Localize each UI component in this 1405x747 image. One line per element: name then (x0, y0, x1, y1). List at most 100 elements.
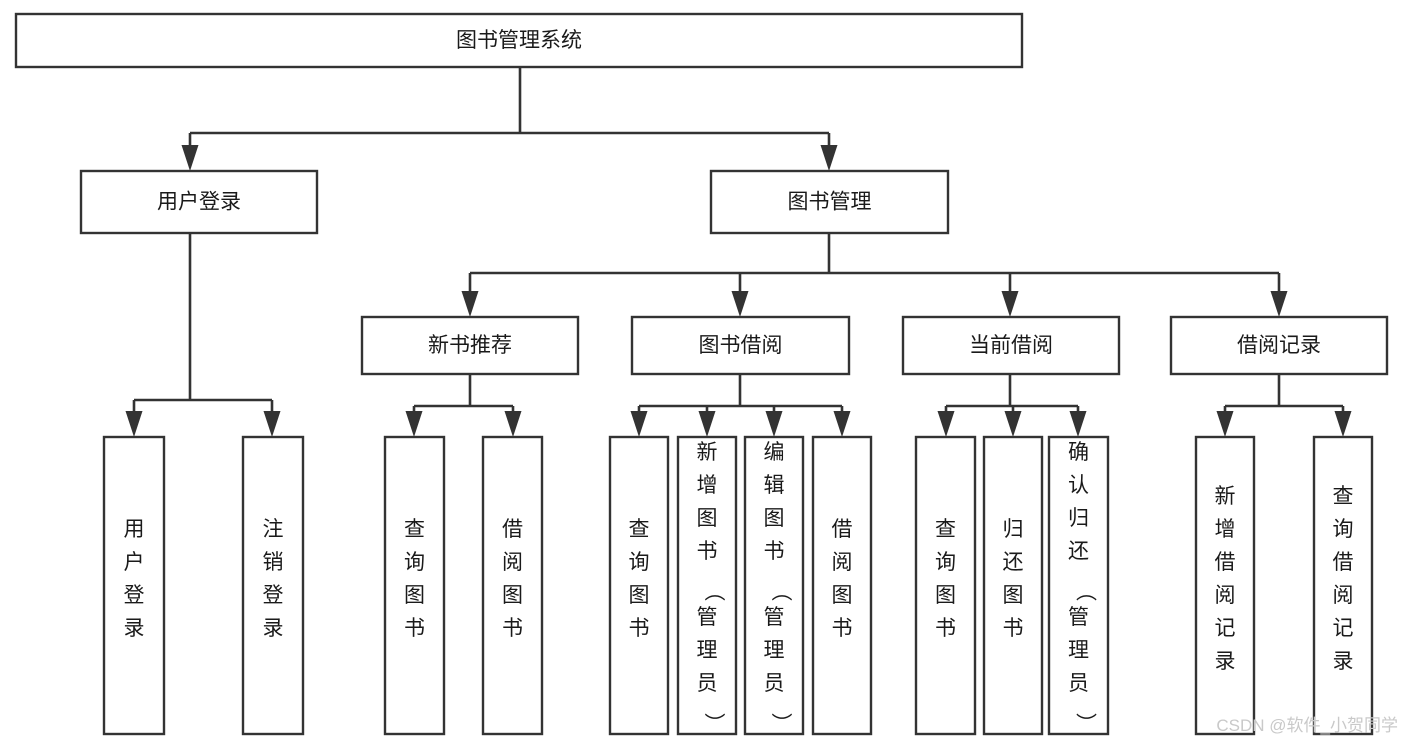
node-label-leaf-borrow-book-2-char-1: 阅 (832, 551, 853, 574)
node-box-current-borrow[interactable] (901, 315, 1121, 376)
arrow-head-1 (731, 291, 749, 317)
edge-group-userlogin-to-leaves (125, 233, 281, 437)
node-box-leaf-query-book-3[interactable] (914, 435, 977, 736)
node-box-leaf-query-book-2[interactable] (608, 435, 670, 736)
node-box-user-login[interactable] (79, 169, 319, 235)
node-label-leaf-query-book-2-char-3: 书 (629, 617, 650, 640)
arrow-head-0 (1216, 411, 1234, 437)
arrow-head-1 (263, 411, 281, 437)
node-leaf-user-login[interactable]: 用户登录 (102, 435, 166, 736)
node-label-leaf-add-book-char-6: 理 (697, 639, 718, 662)
node-box-leaf-borrow-book-1[interactable] (481, 435, 544, 736)
arrow-head-3 (833, 411, 851, 437)
node-box-root[interactable] (14, 12, 1024, 69)
node-label-leaf-add-book-char-2: 图 (697, 507, 718, 530)
node-label-leaf-edit-book-char-6: 理 (764, 639, 785, 662)
node-label-leaf-return-book-char-2: 图 (1003, 584, 1024, 607)
node-label-leaf-edit-book-char-4: （ (769, 581, 792, 602)
node-box-leaf-confirm-return[interactable] (1047, 435, 1110, 736)
node-label-leaf-edit-book-char-8: ） (769, 713, 792, 734)
node-label-leaf-edit-book-char-5: 管 (764, 606, 785, 629)
arrow-head-2 (765, 411, 783, 437)
node-label-leaf-query-book-1-char-2: 图 (404, 584, 425, 607)
node-label-leaf-add-book-char-3: 书 (697, 540, 718, 563)
node-label-leaf-confirm-return-char-1: 认 (1068, 474, 1089, 497)
node-label-leaf-edit-book-char-2: 图 (764, 507, 785, 530)
node-current-borrow[interactable]: 当前借阅 (901, 315, 1121, 376)
node-label-leaf-borrow-book-2-char-3: 书 (832, 617, 853, 640)
node-label-leaf-borrow-book-1-char-2: 图 (502, 584, 523, 607)
node-label-leaf-confirm-return-char-8: ） (1074, 713, 1097, 734)
node-label-leaf-return-book-char-3: 书 (1003, 617, 1024, 640)
node-book-borrow[interactable]: 图书借阅 (630, 315, 851, 376)
node-label-leaf-logout-char-2: 登 (263, 584, 284, 607)
csdn-watermark: CSDN @软件_小贺同学 (1216, 716, 1398, 735)
node-label-leaf-confirm-return-char-6: 理 (1068, 639, 1089, 662)
node-root[interactable]: 图书管理系统 (14, 12, 1024, 69)
arrow-head-2 (1069, 411, 1087, 437)
node-box-leaf-edit-book[interactable] (743, 435, 805, 736)
node-label-leaf-query-book-3-char-0: 查 (935, 518, 956, 541)
node-label-leaf-user-login-char-2: 登 (124, 584, 145, 607)
node-box-leaf-logout[interactable] (241, 435, 305, 736)
node-box-borrow-record[interactable] (1169, 315, 1389, 376)
node-label-leaf-add-book-char-8: ） (702, 713, 725, 734)
node-label-leaf-borrow-book-1-char-1: 阅 (502, 551, 523, 574)
node-box-leaf-borrow-book-2[interactable] (811, 435, 873, 736)
node-box-leaf-query-record[interactable] (1312, 435, 1374, 736)
node-label-leaf-query-book-1-char-3: 书 (404, 617, 425, 640)
node-box-leaf-return-book[interactable] (982, 435, 1044, 736)
node-label-leaf-query-book-2-char-2: 图 (629, 584, 650, 607)
node-label-leaf-add-record-char-4: 记 (1215, 617, 1236, 640)
node-label-leaf-user-login-char-3: 录 (124, 617, 145, 640)
node-box-new-book-rec[interactable] (360, 315, 580, 376)
node-label-book-manage: 图书管理 (788, 191, 872, 214)
node-box-leaf-user-login[interactable] (102, 435, 166, 736)
node-book-manage[interactable]: 图书管理 (709, 169, 950, 235)
node-box-leaf-query-book-1[interactable] (383, 435, 446, 736)
node-label-leaf-add-book-char-4: （ (702, 581, 725, 602)
node-label-leaf-edit-book-char-7: 员 (764, 672, 785, 695)
node-label-leaf-confirm-return-char-5: 管 (1068, 606, 1089, 629)
node-label-leaf-edit-book-char-1: 辑 (764, 474, 785, 497)
node-user-login[interactable]: 用户登录 (79, 169, 319, 235)
node-label-leaf-borrow-book-2-char-2: 图 (832, 584, 853, 607)
node-label-leaf-return-book-char-1: 还 (1003, 551, 1024, 574)
arrow-head-3 (1270, 291, 1288, 317)
edges-layer (125, 67, 1352, 437)
node-label-user-login: 用户登录 (157, 191, 241, 214)
edge-group-borrowrecord-to-leaves (1216, 374, 1352, 437)
node-label-leaf-add-book-char-5: 管 (697, 606, 718, 629)
node-box-leaf-add-record[interactable] (1194, 435, 1256, 736)
node-new-book-rec[interactable]: 新书推荐 (360, 315, 580, 376)
node-borrow-record[interactable]: 借阅记录 (1169, 315, 1389, 376)
node-box-book-borrow[interactable] (630, 315, 851, 376)
nodes-layer: 图书管理系统用户登录图书管理新书推荐图书借阅当前借阅借阅记录用户登录注销登录查询… (14, 12, 1389, 736)
node-label-leaf-add-record-char-1: 增 (1215, 518, 1236, 541)
edge-group-root-to-level2 (181, 67, 838, 171)
node-label-leaf-user-login-char-0: 用 (124, 518, 145, 541)
node-label-leaf-logout-char-0: 注 (263, 518, 284, 541)
node-label-leaf-edit-book-char-0: 编 (764, 441, 785, 464)
node-label-new-book-rec: 新书推荐 (428, 334, 512, 357)
node-label-leaf-query-book-3-char-2: 图 (935, 584, 956, 607)
node-box-book-manage[interactable] (709, 169, 950, 235)
arrow-head-0 (937, 411, 955, 437)
node-label-leaf-query-record-char-3: 阅 (1333, 584, 1354, 607)
node-label-book-borrow: 图书借阅 (699, 334, 783, 357)
node-box-leaf-add-book[interactable] (676, 435, 738, 736)
node-label-leaf-add-record-char-2: 借 (1215, 551, 1236, 574)
